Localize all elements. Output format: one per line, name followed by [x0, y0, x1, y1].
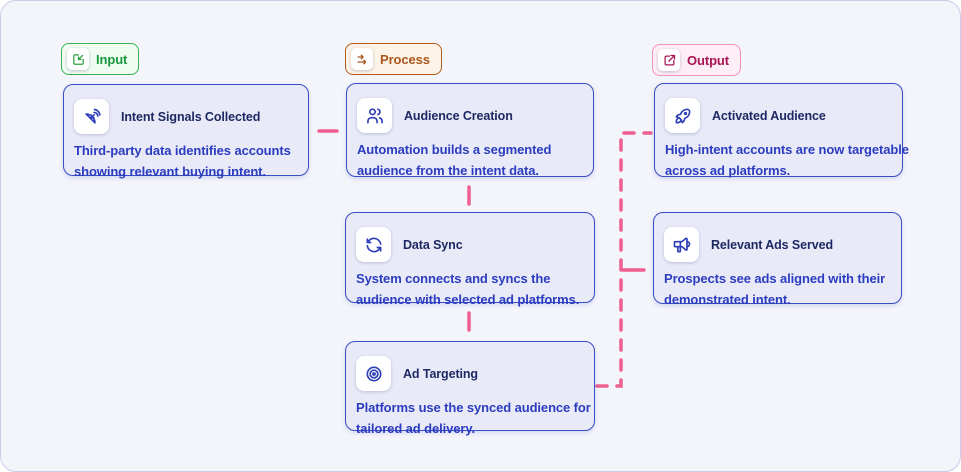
icon-tile — [658, 49, 680, 71]
card-activated-audience: Activated Audience High-intent accounts … — [654, 83, 909, 178]
card-intent-signals: Intent Signals Collected Third-party dat… — [63, 84, 309, 179]
card-body-line: Automation builds a segmented — [357, 142, 552, 157]
card-body: Third-party data identifies accounts sho… — [74, 140, 298, 182]
card-body: Automation builds a segmented audience f… — [357, 139, 583, 181]
card-body-line: demonstrated intent. — [664, 292, 791, 307]
card-body-line: Platforms use the synced audience for — [356, 400, 591, 415]
icon-tile — [356, 227, 391, 262]
input-legend-badge: Input — [61, 43, 140, 75]
card-header: Relevant Ads Served — [664, 227, 891, 262]
output-legend-label: Output — [687, 52, 729, 68]
satellite-dish-icon — [84, 108, 101, 124]
output-legend-badge: Output — [652, 44, 741, 76]
card-body-line: System connects and syncs the — [356, 271, 551, 286]
icon-tile — [351, 48, 373, 70]
card-body-line: Prospects see ads aligned with their — [664, 271, 886, 286]
process-legend-label: Process — [380, 51, 430, 67]
icon-tile — [665, 98, 700, 133]
card-header: Activated Audience — [665, 98, 892, 133]
users-icon — [366, 107, 383, 123]
card-body-line: across ad platforms. — [665, 163, 791, 178]
card-header: Data Sync — [356, 227, 584, 262]
card-title: Data Sync — [403, 237, 463, 252]
card-body-line: High-intent accounts are now targetable — [665, 142, 909, 157]
card-header: Intent Signals Collected — [74, 99, 298, 134]
card-relevant-ads: Relevant Ads Served Prospects see ads al… — [653, 212, 902, 307]
card-body-line: tailored ad delivery. — [356, 421, 476, 436]
icon-tile — [67, 48, 89, 70]
icon-tile — [664, 227, 699, 262]
card-ad-targeting: Ad Targeting Platforms use the synced au… — [345, 341, 595, 436]
card-body-line: showing relevant buying intent. — [74, 164, 266, 179]
card-data-sync: Data Sync System connects and syncs the … — [345, 212, 595, 307]
card-body-line: audience from the intent data. — [357, 163, 539, 178]
card-body-line: audience with selected ad platforms. — [356, 292, 580, 307]
icon-tile — [357, 98, 392, 133]
card-header: Audience Creation — [357, 98, 583, 133]
input-legend-label: Input — [96, 51, 128, 67]
card-body: System connects and syncs the audience w… — [356, 268, 584, 310]
external-link-icon — [664, 54, 675, 65]
card-title: Audience Creation — [404, 108, 513, 123]
icon-tile — [356, 356, 391, 391]
card-title: Relevant Ads Served — [711, 237, 833, 252]
card-title: Activated Audience — [712, 108, 826, 123]
transfer-arrows-icon — [357, 54, 366, 64]
refresh-icon — [366, 237, 381, 252]
process-legend-badge: Process — [345, 43, 442, 75]
target-icon — [366, 366, 381, 381]
rocket-icon — [674, 108, 690, 124]
box-arrow-in-icon — [72, 53, 84, 65]
connector-adtargeting-activated — [595, 131, 653, 388]
card-audience-creation: Audience Creation Automation builds a se… — [346, 83, 594, 178]
icon-tile — [74, 99, 109, 134]
megaphone-icon — [673, 236, 690, 252]
card-header: Ad Targeting — [356, 356, 584, 391]
card-body: Prospects see ads aligned with their dem… — [664, 268, 891, 310]
card-body: High-intent accounts are now targetable … — [665, 139, 909, 181]
card-title: Ad Targeting — [403, 366, 478, 381]
card-title: Intent Signals Collected — [121, 109, 261, 124]
card-body-line: Third-party data identifies accounts — [74, 143, 291, 158]
card-body: Platforms use the synced audience for ta… — [356, 397, 591, 439]
